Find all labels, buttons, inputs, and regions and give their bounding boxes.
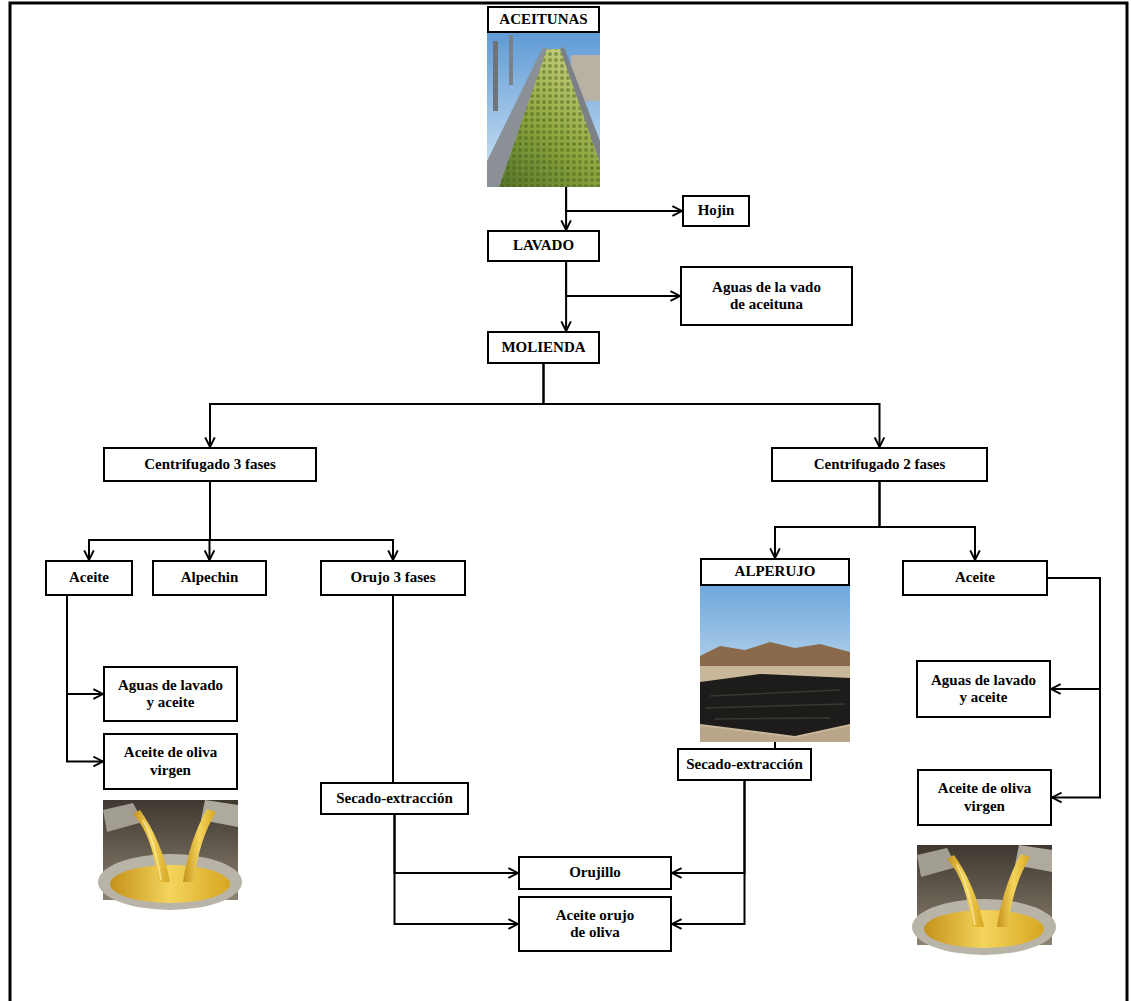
node-label: Aceite de oliva virgen xyxy=(917,769,1052,826)
node-label: Aceite de oliva virgen xyxy=(103,733,238,790)
process-box: Alpechin xyxy=(152,560,267,596)
olives-texture xyxy=(499,49,600,187)
process-box: Aguas de la vado de aceituna xyxy=(680,266,853,326)
node-label: Aguas de lavado y aceite xyxy=(929,672,1039,707)
process-box: Aceite orujo de oliva xyxy=(518,896,672,952)
node-label: Secado-extracción xyxy=(686,756,803,773)
flow-arrow xyxy=(880,482,976,560)
flow-arrow xyxy=(395,815,519,873)
process-box: Centrifugado 3 fases xyxy=(103,447,317,482)
process-box: Aguas de lavado y aceite xyxy=(103,666,238,722)
photo-box: ALPERUJO xyxy=(700,558,850,742)
node-label: Secado-extracción xyxy=(336,790,453,807)
node-label: Aceite xyxy=(69,569,109,586)
outer-frame xyxy=(10,3,1127,1001)
node-label: Orujo 3 fases xyxy=(351,569,436,586)
olive-conveyor-photo xyxy=(487,33,600,187)
flow-arrow xyxy=(210,482,393,560)
pole xyxy=(509,35,513,85)
flow-arrow xyxy=(67,596,103,762)
foreground xyxy=(700,726,850,742)
node-label: Aceite xyxy=(955,569,995,586)
node-label: Alpechin xyxy=(181,569,239,586)
node-label: Orujillo xyxy=(569,864,621,881)
hills xyxy=(700,642,850,670)
process-box: MOLIENDA xyxy=(487,331,600,364)
sky xyxy=(487,33,600,187)
node-label: Centrifugado 3 fases xyxy=(144,456,276,473)
node-label: Aguas de la vado de aceituna xyxy=(708,279,826,314)
pond-ripples xyxy=(705,690,845,719)
olive-oil-photo xyxy=(912,845,1056,955)
flow-arrow xyxy=(1048,578,1100,798)
flow-arrow xyxy=(565,262,567,331)
ground xyxy=(700,666,850,742)
flow-arrow xyxy=(210,364,544,447)
process-box: Aceite xyxy=(902,560,1048,596)
flow-arrow xyxy=(67,596,103,694)
flow-arrow xyxy=(566,187,682,211)
flow-arrow xyxy=(672,781,745,924)
flow-arrow xyxy=(566,262,680,296)
node-label: Centrifugado 2 fases xyxy=(814,456,946,473)
flow-arrow xyxy=(672,781,745,873)
node-label: Aguas de lavado y aceite xyxy=(116,677,226,712)
process-box: Orujo 3 fases xyxy=(320,560,466,596)
flow-arrow xyxy=(544,364,880,447)
sky xyxy=(700,586,850,742)
process-box: Secado-extracción xyxy=(677,748,812,781)
olives xyxy=(499,49,600,187)
node-label: MOLIENDA xyxy=(501,339,585,356)
photo-box: Aceite de oliva virgen xyxy=(103,733,238,900)
process-box: Secado-extracción xyxy=(320,782,469,815)
photo-box: Aceite de oliva virgen xyxy=(917,769,1052,945)
pond xyxy=(700,674,850,736)
process-box: Centrifugado 2 fases xyxy=(771,447,988,482)
node-label: ACEITUNAS xyxy=(487,6,600,33)
flow-arrow xyxy=(89,482,210,560)
photo-box: ACEITUNAS xyxy=(487,6,600,187)
olive-oil-photo xyxy=(98,800,242,910)
process-box: LAVADO xyxy=(487,230,600,262)
process-box: Orujillo xyxy=(518,856,672,890)
node-label: Aceite orujo de oliva xyxy=(551,907,639,942)
process-box: Aguas de lavado y aceite xyxy=(916,660,1051,718)
flow-arrow xyxy=(775,482,880,558)
node-label: LAVADO xyxy=(513,237,574,254)
pole xyxy=(493,41,498,111)
flow-arrow xyxy=(392,596,394,782)
flow-arrow xyxy=(1048,578,1100,689)
process-box: Hojin xyxy=(682,195,750,227)
node-label: ALPERUJO xyxy=(700,558,850,586)
flow-arrow xyxy=(565,187,567,230)
alperujo-pond-photo xyxy=(700,586,850,742)
process-box: Aceite xyxy=(45,560,133,596)
flow-arrow xyxy=(395,815,519,924)
node-label: Hojin xyxy=(698,202,735,219)
